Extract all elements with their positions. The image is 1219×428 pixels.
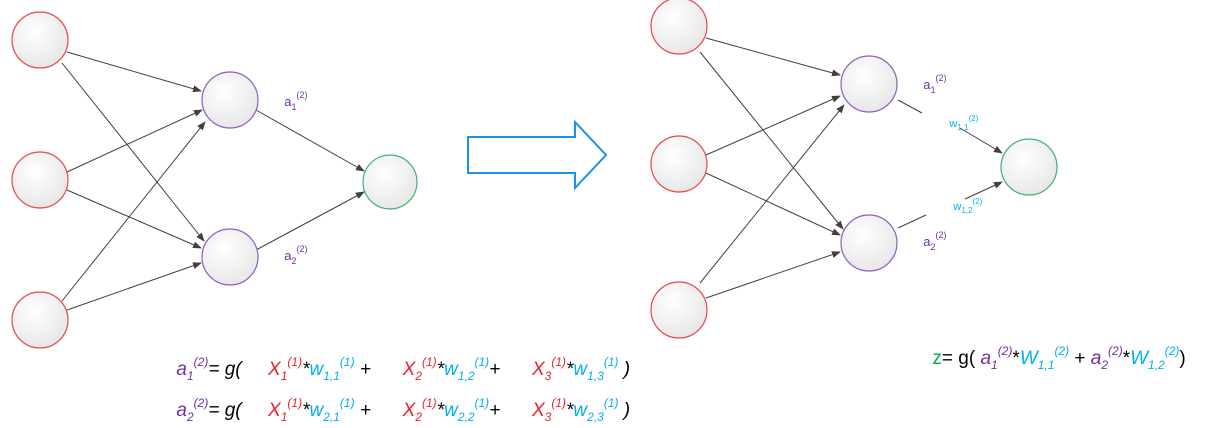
edge-x3-a2-r [705, 251, 841, 299]
left-network: a1(2) a2(2) [11, 11, 418, 349]
edge-x3-a1 [61, 121, 206, 302]
hidden-node-a2-r [840, 214, 898, 272]
label-a2: a2(2) [259, 240, 326, 266]
edge-x3-a1-r [699, 104, 845, 284]
left-edges [61, 51, 365, 311]
edge-x1-a2-r [699, 51, 844, 230]
edge-a2-out-r [964, 181, 1003, 200]
formula-a2: a2(2)= g( X1(1)*w2,1(1) + X2(1)*w2,2(1)+… [150, 396, 646, 424]
hidden-node-a2 [201, 228, 259, 286]
formula-z: z= g( a1(2)*W1,1(2) + a2(2)*W1,2(2)) [906, 344, 1202, 372]
right-edges [699, 37, 1003, 299]
edge-x2-a2 [66, 189, 202, 249]
hidden-node-a1-r [840, 55, 898, 113]
edge-x2-a1 [66, 109, 203, 173]
edge-a2-out [255, 191, 365, 251]
input-node-x2 [11, 151, 69, 209]
input-node-x3 [11, 291, 69, 349]
label-w11: w1,1(2) [928, 112, 994, 132]
edge-a2-w-r [897, 214, 927, 229]
edge-a1-out-r [959, 127, 1003, 154]
label-a1-r: a1(2) [898, 69, 965, 95]
formula-a1: a1(2)= g( X1(1)*w1,1(1) + X2(1)*w1,2(1)+… [150, 355, 646, 383]
input-node-x3-r [650, 281, 708, 339]
input-node-x1-r [650, 0, 708, 55]
transition-arrow [467, 119, 608, 191]
edge-x3-a2 [66, 262, 202, 311]
edge-x2-a1-r [705, 95, 841, 156]
edge-x1-a1-r [705, 37, 841, 77]
edge-a1-w-r [897, 99, 923, 114]
output-node-r [1000, 138, 1058, 196]
edge-x1-a2 [61, 62, 205, 242]
right-network: a1(2) a2(2) w1,1(2) w1,2(2) [650, 0, 1058, 339]
edge-x2-a2-r [705, 172, 841, 236]
hidden-node-a1 [201, 71, 259, 129]
input-node-x2-r [650, 135, 708, 193]
label-a2-r: a2(2) [898, 226, 965, 252]
output-node [362, 154, 418, 210]
input-node-x1 [11, 11, 69, 69]
edge-x1-a1 [66, 51, 202, 93]
label-w12: w1,2(2) [932, 195, 998, 215]
label-a1: a1(2) [259, 86, 326, 112]
edge-a1-out [255, 109, 365, 172]
